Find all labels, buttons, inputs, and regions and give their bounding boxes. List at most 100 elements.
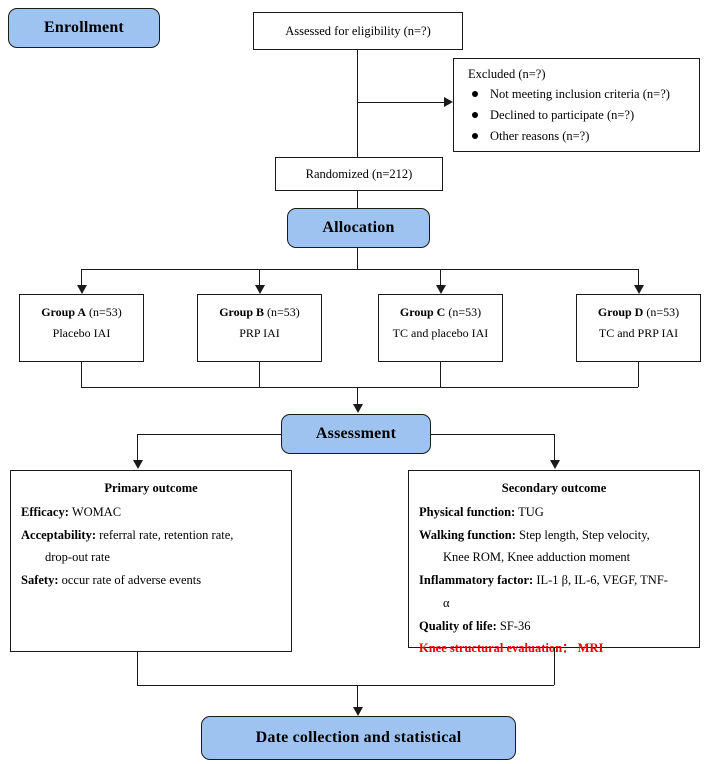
connector-drop-group-a <box>81 269 82 286</box>
node-group-c: Group C (n=53) TC and placebo IAI <box>378 294 503 362</box>
arrow-right-icon-excluded <box>444 97 453 107</box>
secondary-outcome-row: Inflammatory factor: IL-1 β, IL-6, VEGF,… <box>409 571 699 594</box>
primary-outcome-row: Efficacy: WOMAC <box>11 503 291 526</box>
row-value: TUG <box>518 504 544 519</box>
connector-assessment-right-arm <box>430 434 555 435</box>
arrow-down-icon-group-a <box>77 285 87 294</box>
group-a-intervention: Placebo IAI <box>52 326 111 341</box>
row-label: Walking function: <box>419 527 516 542</box>
group-c-name: Group C <box>399 305 446 319</box>
group-b-name: Group B <box>219 305 265 319</box>
stage-assessment: Assessment <box>281 414 431 454</box>
row-value: drop-out rate <box>45 550 110 565</box>
group-b-title: Group B (n=53) <box>198 295 321 320</box>
connector-secondary-drop <box>554 434 555 461</box>
row-label: Inflammatory factor: <box>419 573 534 588</box>
connector-group-a-down <box>81 362 82 387</box>
row-value: referral rate, retention rate, <box>99 527 234 542</box>
stage-assessment-label: Assessment <box>315 425 397 442</box>
stage-enrollment: Enrollment <box>8 8 160 48</box>
connector-merge-to-final <box>357 685 358 709</box>
connector-groups-merge-bus <box>81 387 638 388</box>
row-value: WOMAC <box>71 504 122 519</box>
row-value: Step length, Step velocity, <box>519 527 650 542</box>
node-group-b: Group B (n=53) PRP IAI <box>197 294 322 362</box>
connector-assessed-to-randomized <box>357 50 358 157</box>
connector-drop-group-d <box>638 269 639 286</box>
row-value: IL-1 β, IL-6, VEGF, TNF- <box>536 573 668 588</box>
node-excluded: Excluded (n=?) Not meeting inclusion cri… <box>453 58 700 152</box>
secondary-outcome-row: Quality of life: SF-36 <box>409 617 699 640</box>
row-label: Knee structural evaluation： <box>419 641 575 656</box>
connector-drop-group-c <box>440 269 441 286</box>
connector-primary-drop <box>137 434 138 461</box>
connector-drop-group-b <box>259 269 260 286</box>
list-item: Declined to participate (n=?) <box>470 106 699 127</box>
connector-secondary-outcome-down <box>554 648 555 685</box>
excluded-reason-list: Not meeting inclusion criteria (n=?) Dec… <box>454 85 699 148</box>
primary-outcome-row: drop-out rate <box>11 548 291 571</box>
connector-group-b-down <box>259 362 260 387</box>
connector-group-d-down <box>638 362 639 387</box>
stage-data-collection: Date collection and statistical <box>201 716 516 760</box>
arrow-down-icon-group-d <box>634 285 644 294</box>
group-d-n: (n=53) <box>646 305 680 319</box>
row-label: Quality of life: <box>419 618 497 633</box>
stage-allocation: Allocation <box>287 208 430 248</box>
stage-enrollment-label: Enrollment <box>44 19 124 36</box>
row-value: occur rate of adverse events <box>61 573 202 588</box>
stage-allocation-label: Allocation <box>322 219 395 236</box>
group-d-name: Group D <box>597 305 644 319</box>
arrow-down-icon-assessment <box>353 404 363 413</box>
group-d-intervention: TC and PRP IAI <box>598 326 679 341</box>
secondary-outcome-row: Knee ROM, Knee adduction moment <box>409 548 699 571</box>
excluded-title: Excluded (n=?) <box>468 67 546 81</box>
list-item: Not meeting inclusion criteria (n=?) <box>470 85 699 106</box>
connector-to-excluded <box>357 102 445 103</box>
row-label: Acceptability: <box>21 527 96 542</box>
row-value: α <box>443 595 450 610</box>
primary-outcome-heading: Primary outcome <box>104 481 198 495</box>
connector-assessment-left-arm <box>137 434 282 435</box>
row-value: MRI <box>577 641 604 656</box>
connector-outcomes-merge-bus <box>137 685 554 686</box>
group-a-name: Group A <box>41 305 87 319</box>
stage-final-label: Date collection and statistical <box>255 729 462 746</box>
primary-outcome-row: Acceptability: referral rate, retention … <box>11 526 291 549</box>
group-c-intervention: TC and placebo IAI <box>392 326 489 341</box>
secondary-outcome-heading: Secondary outcome <box>501 481 607 495</box>
row-value: Knee ROM, Knee adduction moment <box>443 550 631 565</box>
primary-outcome-row: Safety: occur rate of adverse events <box>11 571 291 594</box>
arrow-down-icon-group-b <box>255 285 265 294</box>
group-a-title: Group A (n=53) <box>20 295 143 320</box>
node-primary-outcome: Primary outcome Efficacy: WOMAC Acceptab… <box>10 470 292 652</box>
group-c-title: Group C (n=53) <box>379 295 502 320</box>
node-assessed-label: Assessed for eligibility (n=?) <box>285 23 431 38</box>
connector-allocation-down <box>357 248 358 269</box>
row-label: Efficacy: <box>21 504 69 519</box>
connector-allocation-bus <box>81 269 638 270</box>
group-c-n: (n=53) <box>448 305 482 319</box>
arrow-down-icon-primary <box>133 460 143 469</box>
secondary-outcome-row: Walking function: Step length, Step velo… <box>409 526 699 549</box>
secondary-outcome-row-highlight: Knee structural evaluation： MRI <box>409 639 699 662</box>
node-assessed-for-eligibility: Assessed for eligibility (n=?) <box>253 12 463 50</box>
node-group-d: Group D (n=53) TC and PRP IAI <box>576 294 701 362</box>
row-label: Safety: <box>21 573 59 588</box>
group-b-n: (n=53) <box>267 305 300 319</box>
arrow-down-icon-final <box>353 707 363 716</box>
connector-merge-to-assessment <box>357 387 358 406</box>
node-group-a: Group A (n=53) Placebo IAI <box>19 294 144 362</box>
node-randomized: Randomized (n=212) <box>275 157 443 191</box>
node-secondary-outcome: Secondary outcome Physical function: TUG… <box>408 470 700 655</box>
group-d-title: Group D (n=53) <box>577 295 700 320</box>
group-a-n: (n=53) <box>89 305 122 319</box>
connector-group-c-down <box>440 362 441 387</box>
secondary-outcome-row: α <box>409 594 699 617</box>
list-item: Other reasons (n=?) <box>470 127 699 148</box>
secondary-outcome-row: Physical function: TUG <box>409 503 699 526</box>
row-label: Physical function: <box>419 504 516 519</box>
connector-primary-outcome-down <box>137 652 138 685</box>
arrow-down-icon-secondary <box>550 460 560 469</box>
